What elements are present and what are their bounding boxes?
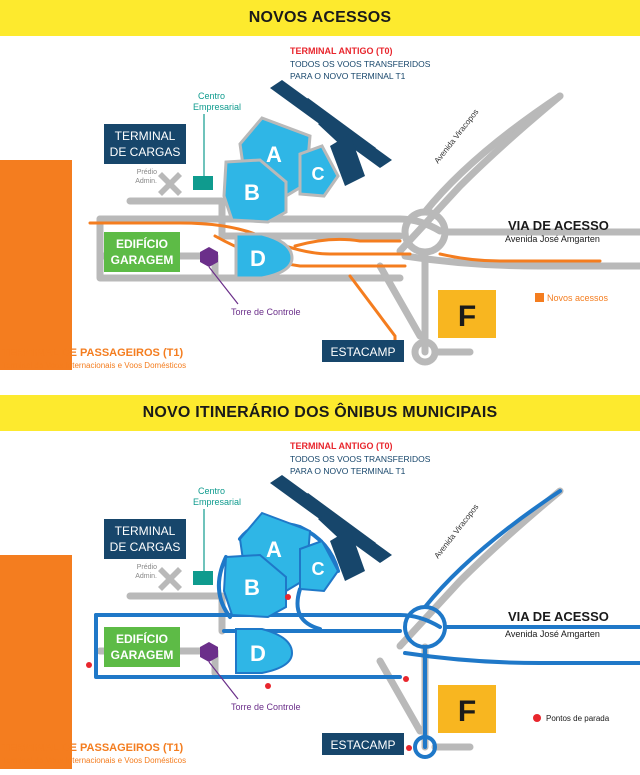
pier-b-label: B [244, 575, 260, 600]
tower-label: Torre de Controle [231, 702, 301, 712]
viracopos-label: Avenida Viracopos [432, 502, 480, 560]
estacamp-label: ESTACAMP [330, 345, 395, 359]
t0-title: TERMINAL ANTIGO (T0) [290, 46, 393, 56]
tower-leader [208, 266, 239, 305]
cargo-terminal-line1: TERMINAL [115, 129, 176, 143]
pier-c-shape [299, 539, 340, 593]
old-terminal-t0 [270, 80, 392, 186]
garage-line1: EDIFÍCIO [116, 236, 168, 251]
f-label: F [458, 300, 476, 333]
airport-map: A C B D TERMINAL DE CARGAS Centro Empres… [0, 441, 640, 769]
t0-line1: TODOS OS VOOS TRANSFERIDOS [290, 454, 431, 464]
garage-line1: EDIFÍCIO [116, 631, 168, 646]
predio-line2: Admin. [135, 573, 157, 580]
t1-title: TERMINAL DE PASSAGEIROS (T1) [2, 742, 183, 754]
terminal-t1-building [0, 555, 72, 769]
pier-b-shape [222, 158, 288, 224]
predio-building [158, 567, 182, 591]
legend-label: Pontos de parada [546, 714, 610, 723]
centro-building [193, 176, 213, 190]
terminal-t1-building [0, 160, 72, 370]
cargo-terminal-line2: DE CARGAS [110, 145, 181, 159]
piers [222, 116, 340, 280]
tower-label: Torre de Controle [231, 307, 301, 317]
pier-b-label: B [244, 180, 260, 205]
old-terminal-t0 [270, 475, 392, 581]
airport-map: A C B D TERMINAL DE CARGAS Centro Empres… [0, 46, 640, 370]
cargo-terminal-line2: DE CARGAS [110, 540, 181, 554]
control-tower [200, 642, 218, 662]
f-block [438, 685, 496, 733]
legend-swatch [533, 714, 541, 722]
pier-d-label: D [250, 246, 266, 271]
cargo-terminal-box [104, 124, 186, 164]
bus-stop [406, 745, 412, 751]
t0-line2: PARA O NOVO TERMINAL T1 [290, 466, 406, 476]
estacamp-box [322, 733, 404, 755]
centro-line1: Centro [198, 91, 225, 101]
roads [96, 92, 640, 366]
predio-line2: Admin. [135, 178, 157, 185]
via-title: VIA DE ACESSO [508, 609, 609, 624]
garage-box [104, 627, 180, 667]
legend-label: Novos acessos [547, 293, 609, 303]
t1-title: TERMINAL DE PASSAGEIROS (T1) [2, 347, 183, 359]
bus-stops [86, 594, 412, 751]
centro-line2: Empresarial [193, 102, 241, 112]
garage-line2: GARAGEM [111, 253, 174, 267]
predio-line1: Prédio [137, 169, 157, 176]
pier-c-label: C [312, 164, 325, 184]
viracopos-label: Avenida Viracopos [432, 107, 480, 165]
t0-line2: PARA O NOVO TERMINAL T1 [290, 71, 406, 81]
panel-title: NOVO ITINERÁRIO DOS ÔNIBUS MUNICIPAIS [0, 395, 640, 431]
via-sub: Avenida José Amgarten [505, 234, 600, 244]
centro-line1: Centro [198, 486, 225, 496]
estacamp-box [322, 340, 404, 362]
bus-stop [86, 662, 92, 668]
t1-sub: Terminal de Voos Internacionais e Voos D… [2, 361, 186, 370]
pier-b-shape [222, 553, 287, 619]
predio-line1: Prédio [137, 564, 157, 571]
centro-building [193, 571, 213, 585]
estacamp-label: ESTACAMP [330, 738, 395, 752]
t0-line1: TODOS OS VOOS TRANSFERIDOS [290, 59, 431, 69]
bus-stop [265, 683, 271, 689]
panel-title: NOVOS ACESSOS [0, 0, 640, 36]
f-label: F [458, 695, 476, 728]
cargo-terminal-line1: TERMINAL [115, 524, 176, 538]
pier-a-label: A [266, 537, 282, 562]
via-sub: Avenida José Amgarten [505, 629, 600, 639]
via-title: VIA DE ACESSO [508, 218, 609, 233]
t1-sub: Terminal de Voos Internacionais e Voos D… [2, 756, 186, 765]
pier-d-shape [234, 232, 294, 280]
f-block [438, 290, 496, 338]
predio-building [158, 172, 182, 196]
control-tower [200, 247, 218, 267]
pier-d-shape [235, 628, 294, 674]
cargo-terminal-box [104, 519, 186, 559]
garage-line2: GARAGEM [111, 648, 174, 662]
pier-c-label: C [312, 559, 325, 579]
centro-line2: Empresarial [193, 497, 241, 507]
panel-novo-itinerario: NOVO ITINERÁRIO DOS ÔNIBUS MUNICIPAIS [0, 395, 640, 775]
pier-a-label: A [266, 142, 282, 167]
garage-box [104, 232, 180, 272]
piers [222, 511, 340, 674]
bus-stop [403, 676, 409, 682]
pier-d-label: D [250, 641, 266, 666]
pier-c-shape [298, 144, 340, 198]
legend-swatch [535, 293, 544, 302]
bus-stop [285, 594, 291, 600]
tower-leader [208, 661, 239, 700]
panel-novos-acessos: NOVOS ACESSOS [0, 0, 640, 370]
t0-title: TERMINAL ANTIGO (T0) [290, 441, 393, 451]
